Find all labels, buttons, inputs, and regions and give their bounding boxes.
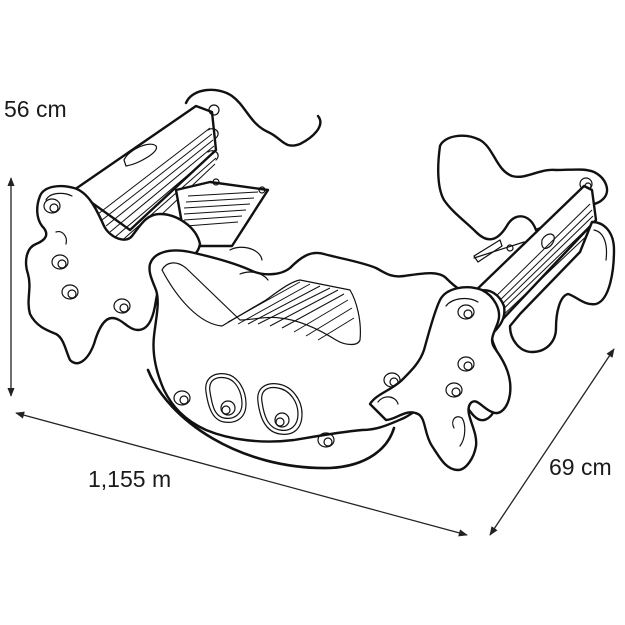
- height-dimension-label: 56 cm: [4, 96, 67, 122]
- right-outer-panel: [508, 220, 616, 354]
- right-front-panel: [368, 286, 512, 472]
- right-seat: [473, 241, 525, 259]
- middle-seat: [161, 246, 361, 346]
- length-dimension-label: 1,155 m: [88, 466, 172, 492]
- back-left-panel: [184, 88, 322, 147]
- left-seat: [174, 178, 270, 248]
- left-backrest: [72, 104, 220, 251]
- depth-dimension-label: 69 cm: [549, 454, 612, 480]
- left-front-panel: [24, 184, 202, 365]
- depth-dimension-arrow: [489, 348, 615, 536]
- rocker-base-arc: [146, 368, 396, 470]
- length-dimension-arrow: [15, 411, 468, 537]
